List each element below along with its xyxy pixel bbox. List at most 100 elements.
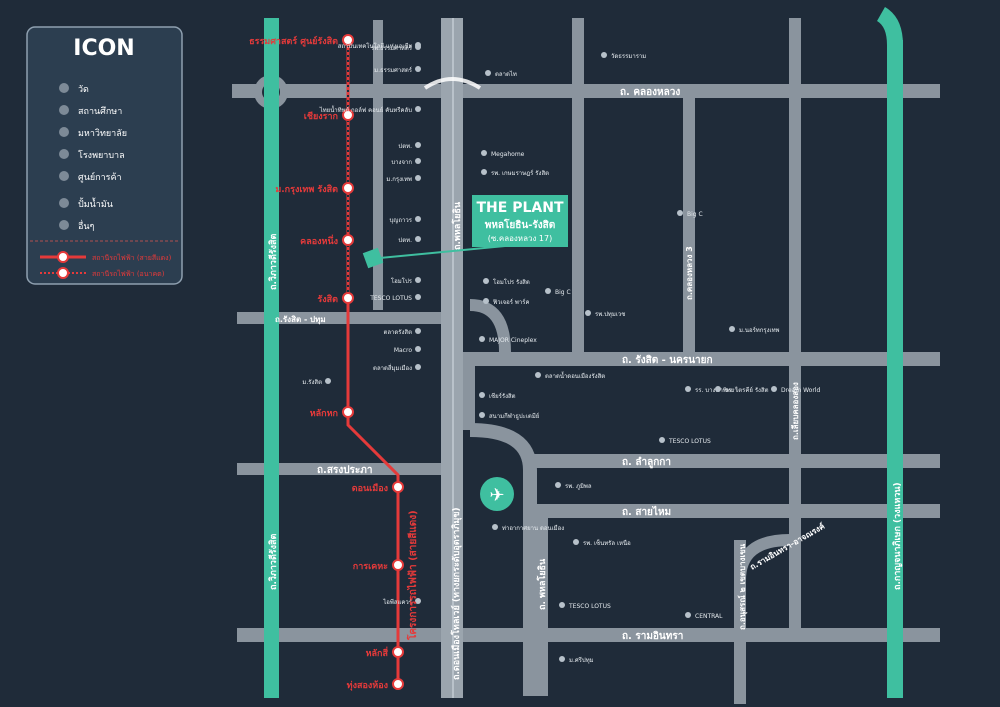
place-wat[interactable]: วัดธรรมาราม	[601, 52, 646, 60]
place-dream[interactable]: Dream World	[771, 386, 820, 394]
place-talat-thai[interactable]: ตลาดไท	[485, 70, 517, 78]
place-lotus1[interactable]: TESCO LOTUS	[369, 294, 421, 302]
road-label-song-prapa: ถ.สรงประภา	[317, 464, 373, 476]
station-label: ดอนเมือง	[352, 482, 388, 494]
place-dot	[479, 336, 485, 342]
place-dot	[585, 310, 591, 316]
project-marker[interactable]: THE PLANT พหลโยธิน-รังสิต (ซ.คลองหลวง 17…	[362, 195, 569, 269]
place-bangchak[interactable]: บางจาก	[391, 158, 421, 166]
place-thammasat-rph[interactable]: รพ.ธรรมศาสตร์	[371, 44, 421, 52]
legend-item-label: ศูนย์การค้า	[78, 171, 122, 183]
station-marker[interactable]: หลักสี่	[366, 646, 404, 659]
place-central[interactable]: CENTRAL	[685, 612, 723, 620]
place-lotus3[interactable]: TESCO LOTUS	[559, 602, 611, 610]
station-marker[interactable]: รังสิต	[317, 292, 354, 305]
place-kasem[interactable]: รพ. เกษมราษฎร์ รังสิต	[481, 169, 549, 177]
place-thammasat-u[interactable]: ม.ธรรมศาสตร์	[374, 66, 421, 74]
place-bigc1[interactable]: Big C	[545, 288, 571, 296]
road-left-service	[373, 20, 383, 310]
place-makro[interactable]: Macro	[394, 346, 421, 354]
place-lotus2[interactable]: TESCO LOTUS	[659, 437, 711, 445]
place-rangsit-bank[interactable]: เชียร์รังสิต	[479, 392, 516, 400]
place-homepro[interactable]: โฮมโปร	[391, 277, 421, 285]
legend-item-school: สถานศึกษา	[59, 105, 122, 117]
place-label: ม.ศรีปทุม	[569, 656, 594, 664]
station-marker[interactable]: ดอนเมือง	[352, 481, 404, 494]
road-v2	[683, 96, 695, 354]
place-talat-don[interactable]: ตลาดน้ำดอนเมืองรังสิต	[535, 370, 605, 380]
place-dot	[729, 326, 735, 332]
legend-item-hospital: โรงพยาบาล	[59, 149, 125, 161]
station-label: คลองหนึ่ง	[300, 234, 338, 247]
place-dot	[559, 656, 565, 662]
station-marker[interactable]: เชียงราก	[304, 109, 354, 122]
road-khlong-luang	[232, 84, 940, 98]
place-dot	[555, 482, 561, 488]
project-line1: พหลโยธิน-รังสิต	[485, 218, 555, 231]
place-bkk-bank[interactable]: ม.กรุงเทพ	[386, 175, 421, 183]
place-talat-si-mum[interactable]: ตลาดสี่มุมเมือง	[373, 364, 421, 372]
place-future-park-like[interactable]: ไทยน้ำทิพย์ กอล์ฟ คอนย์ คันทรีคลับ	[319, 104, 421, 114]
place-label: ปตท.	[398, 143, 412, 150]
airport-marker[interactable]: ✈	[480, 477, 514, 511]
place-major[interactable]: MAJOR Cineplex	[479, 336, 537, 344]
place-phumiphol[interactable]: รพ. ภูมิพล	[555, 482, 592, 490]
place-dot	[677, 210, 683, 216]
place-label: โฮมโปร รังสิต	[493, 278, 530, 286]
place-sripatum[interactable]: ม.ศรีปทุม	[559, 656, 594, 664]
legend-item-gas-station: ปั้มน้ำมัน	[59, 197, 113, 210]
station-label: รังสิต	[317, 294, 338, 305]
place-dot	[479, 412, 485, 418]
road-label-vibhavadi: ถ.วิภาวดีรังสิต	[268, 233, 279, 290]
place-dot	[685, 386, 691, 392]
place-talat-rangsit[interactable]: ตลาดรังสิต	[383, 328, 421, 336]
place-future-park[interactable]: ฟิวเจอร์ พาร์ค	[483, 298, 529, 306]
place-sukhumvit[interactable]: รพ. เซ็นทรัล เหนือ	[573, 538, 631, 547]
place-dot	[481, 169, 487, 175]
place-airport[interactable]: ท่าอากาศยาน ดอนเมือง	[492, 524, 564, 532]
place-label: บางจาก	[391, 159, 412, 166]
place-school2[interactable]: รร. ไตรคีย์ รังสิต	[715, 386, 769, 394]
place-sanam[interactable]: สนามกีฬาธูปะเตมีย์	[479, 412, 539, 420]
road-label-khlong-3: ถ.คลองหลวง 3	[685, 246, 694, 300]
svg-text:✈: ✈	[489, 485, 504, 506]
place-dot	[415, 346, 421, 352]
road-label-ram-intra-v2: ถ.อนุสรณ์ ๒ เขตบางเขน	[737, 543, 748, 630]
place-rangsit-u[interactable]: ม.รังสิต	[302, 378, 331, 386]
place-ipark[interactable]: ไอพีสแควร์	[382, 598, 421, 606]
place-dot	[415, 236, 421, 242]
road-rangsit-nakhon	[463, 352, 940, 366]
station-marker[interactable]: หลักหก	[310, 406, 354, 419]
place-dot	[601, 52, 607, 58]
station-marker[interactable]: ธรรมศาสตร์ ศูนย์รังสิต	[249, 34, 354, 47]
place-label: รพ.ปทุมเวช	[595, 311, 625, 318]
place-dot	[325, 378, 331, 384]
station-marker[interactable]: ทุ่งสองห้อง	[347, 678, 404, 691]
place-ptt1[interactable]: ปตท.	[398, 142, 421, 150]
legend-item-label: อื่นๆ	[78, 219, 95, 232]
station-marker[interactable]: การเคหะ	[353, 559, 404, 572]
station-label: การเคหะ	[353, 562, 388, 572]
place-dot	[415, 142, 421, 148]
station-dot	[342, 234, 354, 246]
place-uni-right[interactable]: ม.นอร์ทกรุงเทพ	[729, 326, 780, 334]
place-homepro-rangsit[interactable]: โฮมโปร รังสิต	[483, 278, 530, 286]
place-megahome[interactable]: Megahome	[481, 150, 525, 158]
place-pathumthani-hosp[interactable]: รพ.ปทุมเวช	[585, 310, 625, 318]
road-label-phahon-bottom: ถ. พหลโยธิน	[536, 558, 548, 610]
road-phahon-left-highway	[264, 18, 279, 698]
station-marker[interactable]: ม.กรุงเทพ รังสิต	[275, 182, 354, 195]
place-dot	[535, 372, 541, 378]
place-label: TESCO LOTUS	[568, 603, 611, 610]
place-label: รพ. ภูมิพล	[565, 483, 592, 490]
place-dot	[485, 70, 491, 76]
road-label-rangsit-pathum: ถ.รังสิต - ปทุม	[275, 315, 326, 325]
station-label: ธรรมศาสตร์ ศูนย์รังสิต	[249, 35, 338, 47]
place-bigc2[interactable]: Big C	[677, 210, 703, 218]
station-marker[interactable]: คลองหนึ่ง	[300, 234, 354, 247]
place-bunrod[interactable]: บุญถาวร	[389, 216, 421, 224]
place-ptt2[interactable]: ปตท.	[398, 236, 421, 244]
school-icon	[59, 105, 69, 115]
station-dot	[392, 481, 404, 493]
station-label: ม.กรุงเทพ รังสิต	[275, 184, 338, 195]
